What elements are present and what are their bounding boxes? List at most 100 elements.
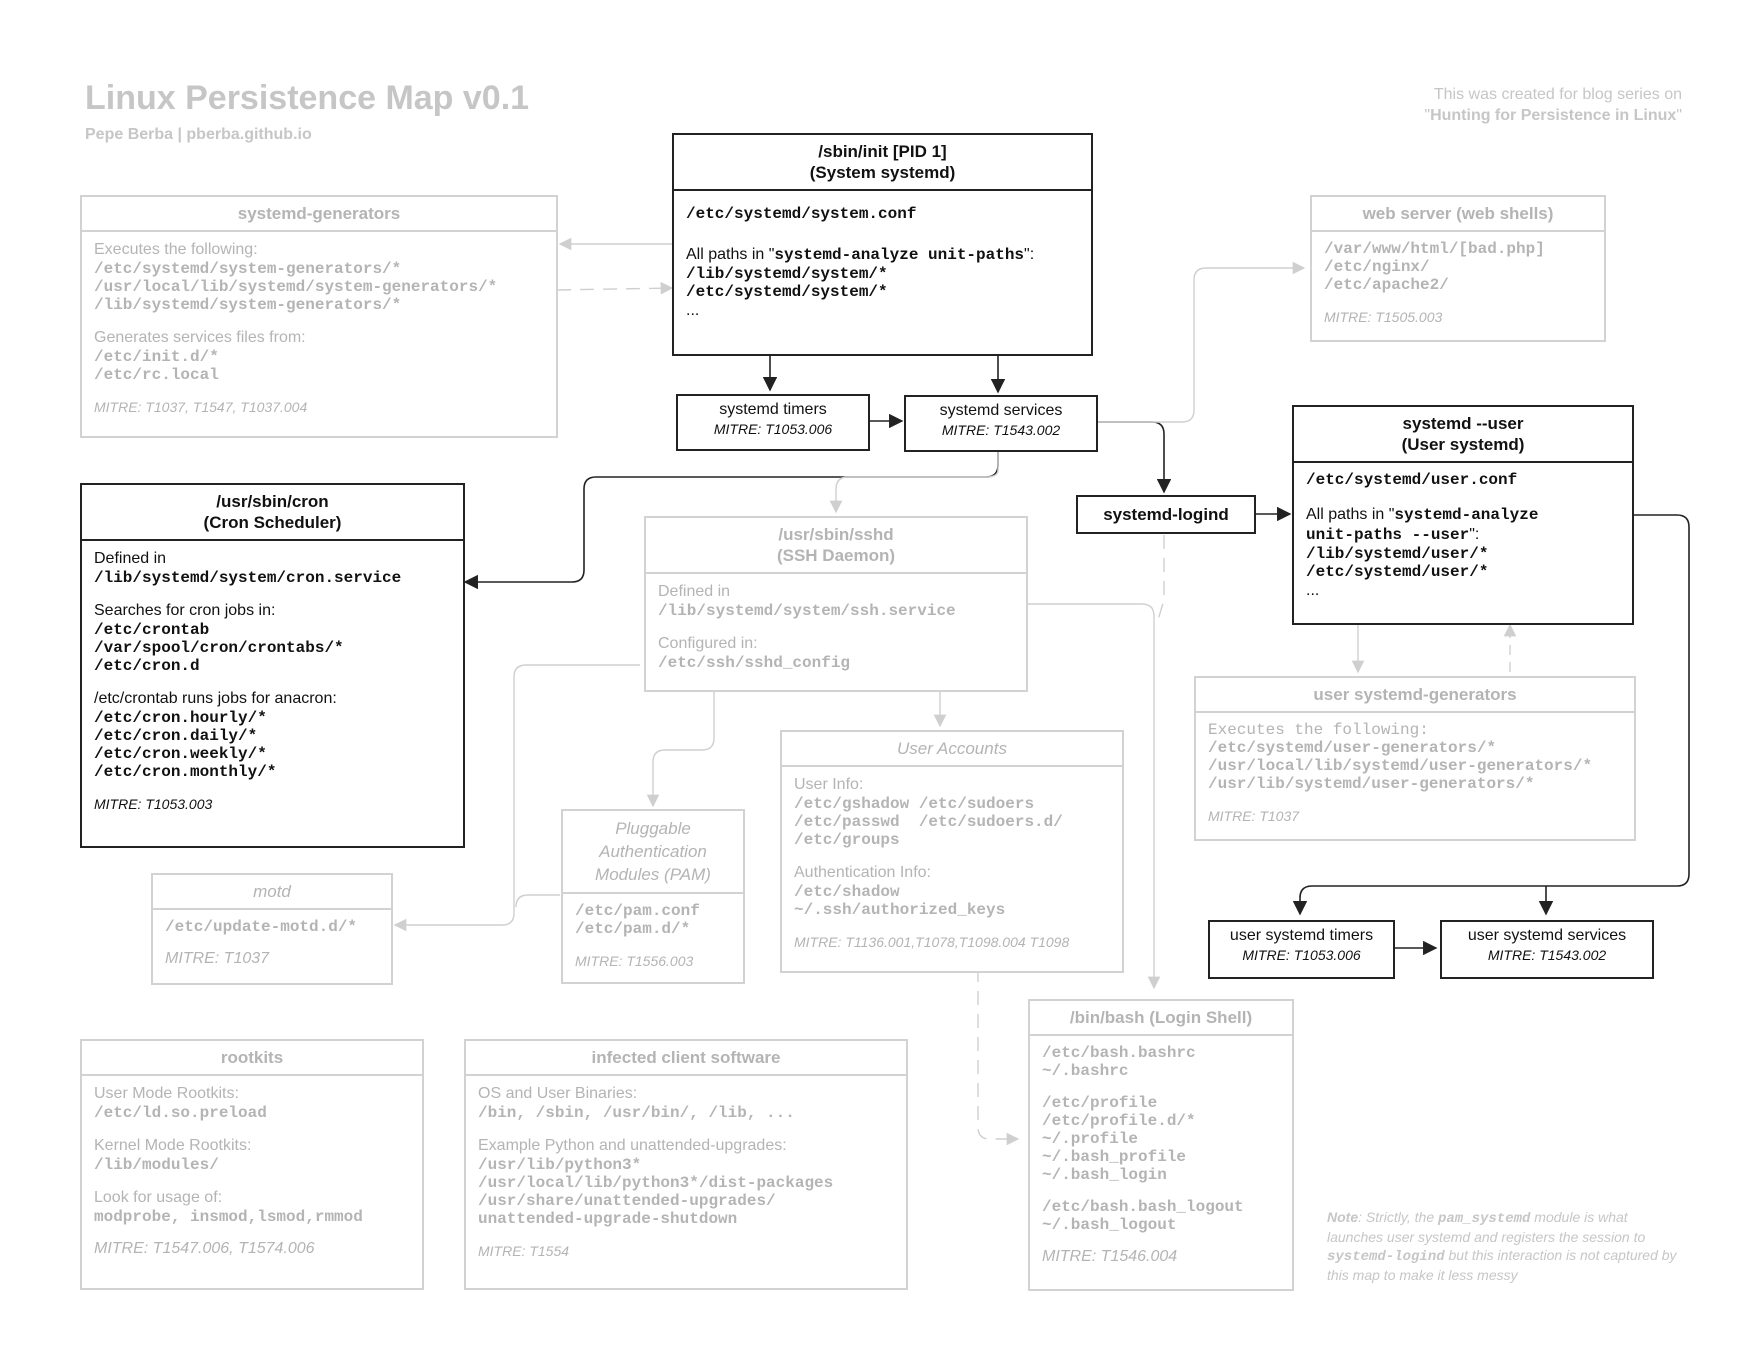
sshd-defined-label: Defined in <box>658 583 731 600</box>
generators-box: systemd-generators Executes the followin… <box>80 195 558 438</box>
user-generators-title: user systemd-generators <box>1196 678 1634 713</box>
user-paths-label-1: All paths in "systemd-analyze <box>1306 505 1620 525</box>
user-accounts-mitre: MITRE: T1136.001,T1078,T1098.004 T1098 <box>794 934 1070 950</box>
sshd-box: /usr/sbin/sshd(SSH Daemon) Defined in /l… <box>644 516 1028 692</box>
auth-info-label: Authentication Info: <box>794 864 931 881</box>
init-subtitle: (System systemd) <box>809 163 956 182</box>
rootkits-mitre: MITRE: T1547.006, T1574.006 <box>94 1240 315 1257</box>
webserver-mitre: MITRE: T1505.003 <box>1324 309 1443 325</box>
pam-mitre: MITRE: T1556.003 <box>575 953 694 969</box>
series-name: Hunting for Persistence in Linux <box>1430 107 1677 124</box>
infected-py-paths: /usr/lib/python3* /usr/local/lib/python3… <box>478 1156 834 1228</box>
note-label: Note <box>1327 1209 1359 1225</box>
user-generators-mitre: MITRE: T1037 <box>1208 808 1300 824</box>
cron-defined-label: Defined in <box>94 550 167 567</box>
auth-info-paths: /etc/shadow ~/.ssh/authorized_keys <box>794 883 1006 919</box>
edge-sshd-bash <box>1024 603 1161 990</box>
user-systemd-header: systemd --user(User systemd) <box>1294 407 1632 463</box>
generators-body: Executes the following: /etc/systemd/sys… <box>82 232 556 424</box>
user-accounts-box: User Accounts User Info: /etc/gshadow /e… <box>780 730 1124 973</box>
motd-body: /etc/update-motd.d/* MITRE: T1037 <box>153 910 391 976</box>
bash-box: /bin/bash (Login Shell) /etc/bash.bashrc… <box>1028 999 1294 1291</box>
motd-title: motd <box>153 875 391 910</box>
user-systemd-title: systemd --user <box>1402 414 1524 433</box>
sshd-header: /usr/sbin/sshd(SSH Daemon) <box>646 518 1026 574</box>
webserver-paths: /var/www/html/[bad.php] /etc/nginx/ /etc… <box>1324 240 1545 294</box>
user-unit-paths: /lib/systemd/user/* /etc/systemd/user/* <box>1306 545 1489 581</box>
cron-box: /usr/sbin/cron(Cron Scheduler) Defined i… <box>80 483 465 848</box>
paths-cmd: systemd-analyze unit-paths <box>774 246 1025 264</box>
edge-sshd-pam <box>646 692 715 808</box>
generators-mitre: MITRE: T1037, T1547, T1037.004 <box>94 399 308 415</box>
pam-paths: /etc/pam.conf /etc/pam.d/* <box>575 902 700 938</box>
user-paths-cmd2: unit-paths --user <box>1306 526 1470 544</box>
logind-box: systemd-logind <box>1076 495 1256 534</box>
generators-title: systemd-generators <box>82 197 556 232</box>
sshd-body: Defined in /lib/systemd/system/ssh.servi… <box>646 574 1026 680</box>
motd-box: motd /etc/update-motd.d/* MITRE: T1037 <box>151 873 393 985</box>
motd-paths: /etc/update-motd.d/* <box>165 918 358 936</box>
edge-services-webserver <box>1096 261 1306 423</box>
edge-pam-motd <box>515 894 560 908</box>
user-conf-path: /etc/systemd/user.conf <box>1306 471 1518 489</box>
cron-mitre: MITRE: T1053.003 <box>94 796 213 812</box>
motd-mitre: MITRE: T1037 <box>165 950 270 967</box>
init-box: /sbin/init [PID 1] (System systemd) /etc/… <box>672 133 1093 356</box>
rootkits-title: rootkits <box>82 1041 422 1076</box>
cron-defined-path: /lib/systemd/system/cron.service <box>94 569 402 587</box>
infected-title: infected client software <box>466 1041 906 1076</box>
pam-title-1: Pluggable <box>615 819 691 838</box>
edge-generators-init <box>556 281 674 295</box>
bash-mitre: MITRE: T1546.004 <box>1042 1248 1178 1265</box>
cron-search-paths: /etc/crontab /var/spool/cron/crontabs/* … <box>94 621 344 675</box>
rootkits-user-label: User Mode Rootkits: <box>94 1085 239 1102</box>
edge-services-logind <box>1096 421 1172 494</box>
services-title: systemd services <box>939 402 1063 419</box>
user-paths-cmd1: systemd-analyze <box>1394 506 1539 524</box>
user-accounts-body: User Info: /etc/gshadow /etc/sudoers /et… <box>782 767 1122 959</box>
rootkits-body: User Mode Rootkits: /etc/ld.so.preload K… <box>82 1076 422 1266</box>
note-code-1: pam_systemd <box>1438 1211 1531 1227</box>
footnote: Note: Strictly, the pam_systemd module i… <box>1327 1208 1687 1284</box>
created-line: This was created for blog series on <box>1433 86 1682 103</box>
rootkits-kernel-label: Kernel Mode Rootkits: <box>94 1137 252 1154</box>
init-paths-label: All paths in "systemd-analyze unit-paths… <box>686 245 1079 265</box>
rootkits-kernel-path: /lib/modules/ <box>94 1156 219 1174</box>
rootkits-box: rootkits User Mode Rootkits: /etc/ld.so.… <box>80 1039 424 1290</box>
init-unit-paths: /lib/systemd/system/* /etc/systemd/syste… <box>686 265 888 301</box>
user-generators-exec-label: Executes the following: <box>1208 721 1429 739</box>
user-paths-suffix: ": <box>1469 526 1480 543</box>
cron-title: /usr/sbin/cron <box>216 492 329 511</box>
webserver-box: web server (web shells) /var/www/html/[b… <box>1310 195 1606 342</box>
quote-close: " <box>1676 107 1682 124</box>
bash-paths-profile: /etc/profile /etc/profile.d/* ~/.profile… <box>1042 1094 1196 1184</box>
init-more: ... <box>686 302 700 319</box>
generators-gen-label: Generates services files from: <box>94 329 306 346</box>
infected-py-label: Example Python and unattended-upgrades: <box>478 1137 787 1154</box>
infected-mitre: MITRE: T1554 <box>478 1243 570 1259</box>
user-more: ... <box>1306 582 1320 599</box>
edge-sshd-motd <box>393 664 640 932</box>
user-accounts-title: User Accounts <box>782 732 1122 767</box>
edge-logind-bash <box>1157 535 1165 621</box>
note-text-1: : Strictly, the <box>1358 1209 1438 1225</box>
note-text-3: but this interaction is not captured by … <box>1327 1247 1677 1283</box>
edge-services-cron <box>463 452 999 590</box>
infected-bin-label: OS and User Binaries: <box>478 1085 638 1102</box>
sshd-subtitle: (SSH Daemon) <box>776 546 896 565</box>
init-title: /sbin/init [PID 1] <box>818 142 947 161</box>
init-body: /etc/systemd/system.conf All paths in "s… <box>674 191 1091 329</box>
cron-body: Defined in /lib/systemd/system/cron.serv… <box>82 541 463 821</box>
created-series-line: "Hunting for Persistence in Linux" <box>1424 105 1682 126</box>
map-title: Linux Persistence Map v0.1 <box>85 79 530 117</box>
user-paths-label-2: unit-paths --user": <box>1306 525 1620 545</box>
